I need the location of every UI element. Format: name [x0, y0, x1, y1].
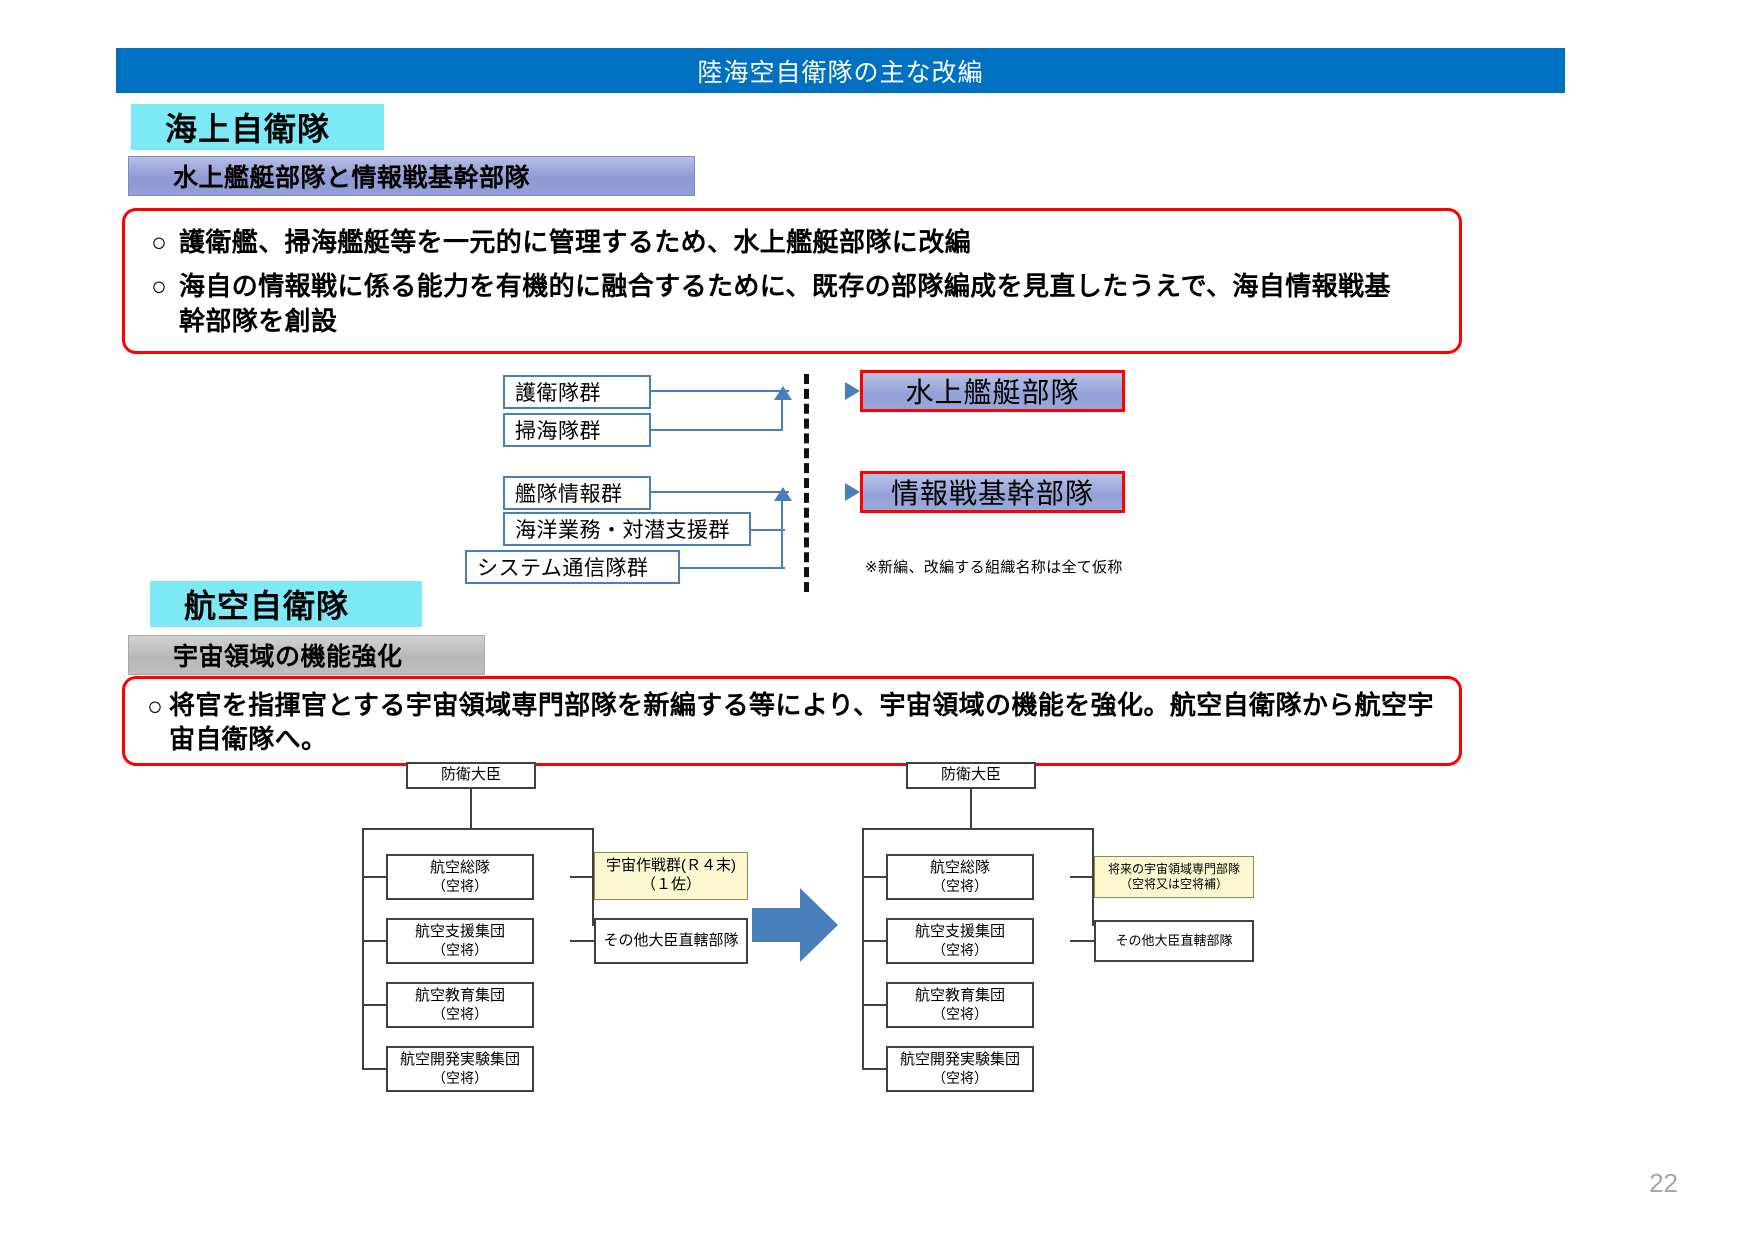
org-line — [970, 789, 972, 828]
org-line — [362, 1004, 386, 1006]
bullet-marker-icon: ○ — [151, 227, 167, 257]
air-orgchart-after: 防衛大臣 航空総隊 （空将） 航空支援集団 （空将） 航空教育集団 （空将） 航… — [840, 762, 1320, 1092]
diagram-result-box-surface-fleet: 水上艦艇部隊 — [860, 370, 1125, 412]
org-line — [362, 828, 364, 1068]
subsection-heading-air: 宇宙領域の機能強化 — [128, 635, 485, 675]
org-line — [862, 1068, 886, 1070]
org-line — [570, 876, 594, 878]
connector-arrowhead-up-icon — [774, 487, 792, 501]
org-line — [362, 1068, 386, 1070]
orgchart-before-unit-1: 航空総隊 （空将） — [386, 854, 534, 900]
orgchart-before-unit-4: 航空開発実験集団 （空将） — [386, 1046, 534, 1092]
connector-arrowhead-up-icon — [774, 386, 792, 400]
orgchart-after-unit-1: 航空総隊 （空将） — [886, 854, 1034, 900]
connector-line — [651, 429, 783, 431]
orgchart-before-unit-2: 航空支援集団 （空将） — [386, 918, 534, 964]
diagram-source-box-kaiyo-gyomu: 海洋業務・対潜支援群 — [503, 512, 751, 546]
diagram-source-box-soukaitaigun: 掃海隊群 — [503, 413, 651, 447]
connector-arrowhead-right-icon — [845, 483, 860, 501]
orgchart-before-space-unit: 宇宙作戦群(Ｒ４末) （１佐） — [594, 852, 748, 900]
slide-title-bar: 陸海空自衛隊の主な改編 — [116, 48, 1565, 93]
orgchart-after-other-units: その他大臣直轄部隊 — [1094, 920, 1254, 962]
orgchart-after-unit-2: 航空支援集団 （空将） — [886, 918, 1034, 964]
navy-bullet-1-text: 護衛艦、掃海艦艇等を一元的に管理するため、水上艦艇部隊に改編 — [179, 227, 972, 257]
page-title: 陸海空自衛隊の主な改編 — [697, 58, 984, 87]
orgchart-after-unit-4: 航空開発実験集団 （空将） — [886, 1046, 1034, 1092]
org-line — [862, 828, 1094, 830]
orgchart-before-other-units: その他大臣直轄部隊 — [594, 918, 748, 964]
org-line — [862, 940, 886, 942]
service-heading-navy-label: 海上自衛隊 — [165, 111, 331, 147]
org-line — [1070, 940, 1094, 942]
org-line — [470, 789, 472, 828]
connector-line — [751, 529, 785, 531]
diagram-source-box-goeitaigun: 護衛隊群 — [503, 375, 651, 409]
org-line — [1070, 876, 1094, 878]
air-bullet-box: ○ 将官を指揮官とする宇宙領域専門部隊を新編する等により、宇宙領域の機能を強化。… — [122, 676, 1462, 766]
service-heading-air: 航空自衛隊 — [150, 581, 422, 627]
subsection-heading-navy-label: 水上艦艇部隊と情報戦基幹部隊 — [173, 164, 531, 192]
org-line — [362, 940, 386, 942]
service-heading-air-label: 航空自衛隊 — [184, 588, 350, 624]
connector-line — [651, 491, 789, 493]
diagram-footnote: ※新編、改編する組織名称は全て仮称 — [865, 559, 1123, 576]
bullet-marker-icon: ○ — [147, 691, 163, 721]
connector-line — [781, 398, 783, 431]
navy-bullet-2-text: 海自の情報戦に係る能力を有機的に融合するために、既存の部隊編成を見直したうえで、… — [179, 271, 1391, 336]
org-line — [862, 1004, 886, 1006]
transition-arrow-icon — [752, 888, 838, 962]
service-heading-navy: 海上自衛隊 — [131, 104, 384, 150]
diagram-source-box-kantai-joho: 艦隊情報群 — [503, 476, 651, 510]
org-line — [362, 828, 594, 830]
org-line — [862, 876, 886, 878]
subsection-heading-air-label: 宇宙領域の機能強化 — [173, 643, 403, 671]
orgchart-after-unit-3: 航空教育集団 （空将） — [886, 982, 1034, 1028]
page-number: 22 — [1649, 1168, 1678, 1198]
bullet-marker-icon: ○ — [151, 271, 167, 302]
diagram-source-box-system-tsushin: システム通信隊群 — [465, 550, 680, 584]
navy-bullet-1: ○ 護衛艦、掃海艦艇等を一元的に管理するため、水上艦艇部隊に改編 — [139, 225, 1441, 259]
orgchart-before-root: 防衛大臣 — [406, 762, 536, 789]
org-line — [362, 876, 386, 878]
navy-bullet-box: ○ 護衛艦、掃海艦艇等を一元的に管理するため、水上艦艇部隊に改編 ○ 海自の情報… — [122, 208, 1462, 354]
orgchart-after-root: 防衛大臣 — [906, 762, 1036, 789]
org-line — [570, 940, 594, 942]
connector-line — [651, 390, 789, 392]
air-bullet-1: ○ 将官を指揮官とする宇宙領域専門部隊を新編する等により、宇宙領域の機能を強化。… — [135, 689, 1445, 757]
diagram-dashed-divider — [804, 374, 809, 592]
orgchart-before-unit-3: 航空教育集団 （空将） — [386, 982, 534, 1028]
connector-line — [781, 499, 783, 569]
diagram-result-box-info-warfare: 情報戦基幹部隊 — [860, 471, 1125, 513]
connector-arrowhead-right-icon — [845, 382, 860, 400]
air-bullet-1-text: 将官を指揮官とする宇宙領域専門部隊を新編する等により、宇宙領域の機能を強化。航空… — [169, 690, 1434, 754]
navy-reorganization-diagram: 護衛隊群 掃海隊群 水上艦艇部隊 艦隊情報群 海洋業務・対潜支援群 システム通信… — [455, 368, 1175, 598]
subsection-heading-navy: 水上艦艇部隊と情報戦基幹部隊 — [128, 156, 695, 196]
orgchart-after-space-unit: 将来の宇宙領域専門部隊 （空将又は空将補） — [1094, 856, 1254, 898]
connector-line — [680, 567, 785, 569]
org-line — [862, 828, 864, 1068]
navy-bullet-2: ○ 海自の情報戦に係る能力を有機的に融合するために、既存の部隊編成を見直したうえ… — [139, 269, 1441, 338]
air-orgchart-before: 防衛大臣 航空総隊 （空将） 航空支援集団 （空将） 航空教育集団 （空将） 航… — [340, 762, 840, 1092]
